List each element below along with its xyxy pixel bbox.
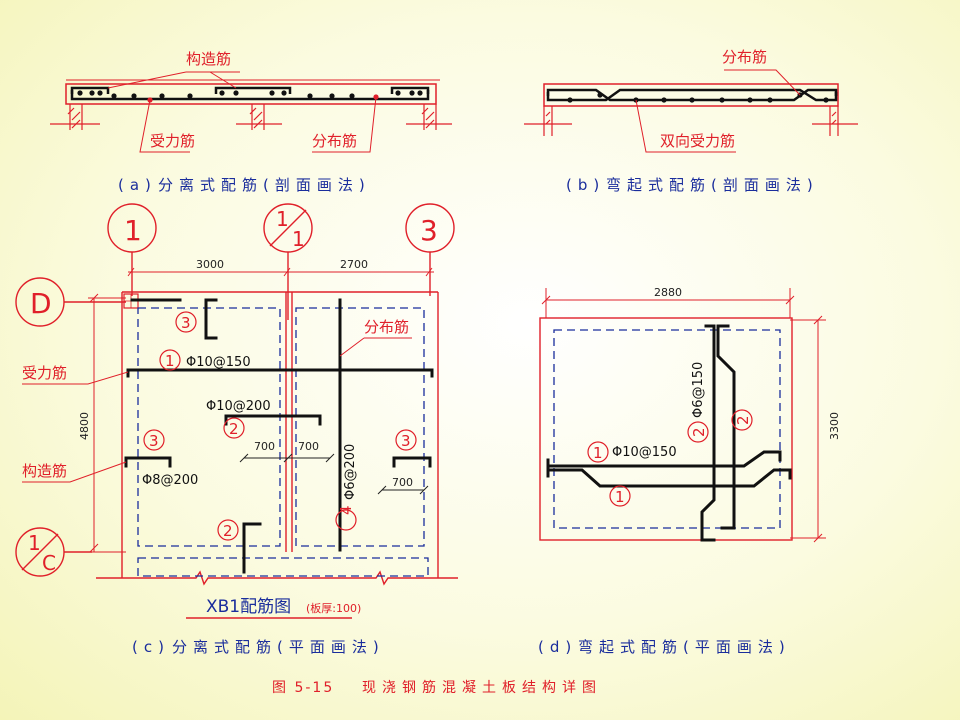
dim-700-left: 700 [254,440,275,453]
caption-tag-a: (a) [118,176,157,194]
label-distribution-bar-c: 分布筋 [364,318,409,336]
label-main-bar-a: 受力筋 [150,132,195,150]
plan-c: 1 1 1 3 D 1 C 3000 2700 4800 [15,203,458,656]
caption-b: 弯起式配筋(剖面画法) [606,176,819,194]
plan-d: 2880 3300 1 Φ10@150 1 2 Φ6@150 2 (d) 弯起式… [538,286,841,656]
dim-height-d: 3300 [828,412,841,440]
bar-no-4: 4 [337,505,355,515]
drawing-note: (板厚:100) [306,601,361,615]
bar-no-3-top: 3 [181,314,191,332]
drawing-title: XB1配筋图 [206,597,291,617]
bar-no-2-d-right: 2 [734,415,752,425]
bar-no-2: 2 [229,420,239,438]
dim-height: 4800 [78,412,91,440]
bar-no-1-d-lower: 1 [615,488,625,506]
dim-700-right: 700 [392,476,413,489]
label-construction-bar-c: 构造筋 [22,462,67,480]
section-b: 分布筋 双向受力筋 (b) 弯起式配筋(剖面画法) [524,48,858,194]
bar-no-3-right: 3 [401,432,411,450]
caption-c: 分离式配筋(平面画法) [172,638,385,656]
caption-tag-b: (b) [566,176,605,194]
bar-no-1: 1 [165,352,175,370]
bar4-spec: Φ6@200 [343,444,358,500]
axis-bubble-1-C-top: 1 [28,531,41,555]
bar1-spec-d: Φ10@150 [612,445,677,460]
figure-title: 现浇钢筋混凝土板结构详图 [362,679,602,696]
label-distribution-bar-b: 分布筋 [722,48,767,66]
bar2-spec-d: Φ6@150 [691,362,706,418]
dim-left-span: 3000 [196,258,224,271]
bar2-spec: Φ10@200 [206,399,271,414]
axis-bubble-1-1-top: 1 [276,207,289,231]
label-main-bar-c: 受力筋 [22,364,67,382]
axis-bubble-1-1-bottom: 1 [292,227,305,251]
bar3-spec: Φ8@200 [142,473,198,488]
dim-width-d: 2880 [654,286,682,299]
figure-number: 图 5-15 [272,680,334,696]
section-a: 构造筋 受力筋 分布筋 (a) 分离式配筋(剖面画法) [50,50,452,194]
bar-no-2-d: 2 [690,427,708,437]
axis-bubble-1: 1 [124,214,142,247]
caption-d: 弯起式配筋(平面画法) [578,638,791,656]
axis-bubble-1-C-bottom: C [42,551,56,575]
bar-no-3-left: 3 [149,432,159,450]
bar-no-2-bottom: 2 [223,522,233,540]
caption-tag-d: (d) [538,638,577,656]
dim-right-span: 2700 [340,258,368,271]
axis-bubble-3: 3 [420,214,438,247]
caption-a: 分离式配筋(剖面画法) [158,176,371,194]
axis-bubble-D: D [30,287,52,320]
bar1-spec: Φ10@150 [186,355,251,370]
label-distribution-bar-a: 分布筋 [312,132,357,150]
label-construction-bar-a: 构造筋 [186,50,231,68]
caption-tag-c: (c) [132,638,170,656]
label-two-way-main-bar-b: 双向受力筋 [660,132,735,150]
dim-700-mid: 700 [298,440,319,453]
bar-no-1-d: 1 [593,444,603,462]
